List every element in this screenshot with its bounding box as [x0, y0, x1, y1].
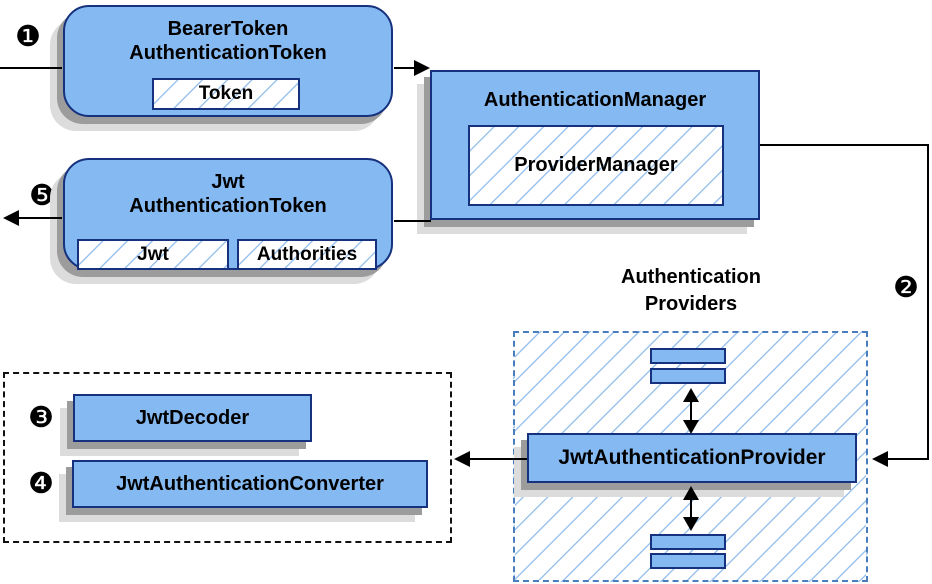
- arrowhead-into-helpers: [454, 451, 470, 467]
- authentication-manager-title: AuthenticationManager: [483, 89, 707, 111]
- bearer-token-title: BearerToken AuthenticationToken: [65, 7, 391, 65]
- provider-placeholder-rect: [650, 553, 726, 569]
- jwt-authentication-converter-node: JwtAuthenticationConverter: [72, 460, 428, 508]
- step-3-badge: ❸: [28, 402, 54, 434]
- provider-placeholder-rect: [650, 368, 726, 384]
- authentication-providers-label-line2: Providers: [644, 293, 738, 315]
- arrowhead-into-provider: [872, 451, 888, 467]
- step-5-badge: ❺: [29, 180, 55, 212]
- authentication-manager-node: AuthenticationManager ProviderManager: [430, 70, 760, 220]
- jwt-token-title: Jwt AuthenticationToken: [65, 160, 391, 218]
- bearer-token-authentication-token-node: BearerToken AuthenticationToken Token: [63, 5, 393, 117]
- jwt-token-title-line2: AuthenticationToken: [129, 195, 327, 217]
- bearer-token-title-line1: BearerToken: [167, 18, 289, 40]
- jwt-chip: Jwt: [77, 239, 229, 270]
- jwt-authentication-token-node: Jwt AuthenticationToken Jwt Authorities: [63, 158, 393, 270]
- provider-placeholder-rect: [650, 348, 726, 364]
- authentication-providers-label-line1: Authentication: [621, 266, 761, 288]
- token-chip: Token: [152, 78, 300, 110]
- authentication-providers-label: Authentication Providers: [566, 264, 816, 318]
- jwt-authentication-provider-node: JwtAuthenticationProvider: [527, 433, 857, 483]
- provider-placeholder-rect: [650, 534, 726, 550]
- arrowhead-into-manager: [414, 60, 430, 76]
- jwt-helpers-group-box: [3, 372, 452, 543]
- step-2-badge: ❷: [893, 272, 919, 304]
- arrowhead-outgoing: [3, 210, 19, 226]
- jwt-decoder-node: JwtDecoder: [73, 394, 312, 442]
- bearer-token-title-line2: AuthenticationToken: [129, 42, 327, 64]
- step-4-badge: ❹: [28, 468, 54, 500]
- jwt-token-title-line1: Jwt: [211, 171, 245, 193]
- authorities-chip: Authorities: [237, 239, 377, 270]
- step-1-badge: ❶: [15, 21, 41, 53]
- provider-manager-chip: ProviderManager: [468, 125, 724, 206]
